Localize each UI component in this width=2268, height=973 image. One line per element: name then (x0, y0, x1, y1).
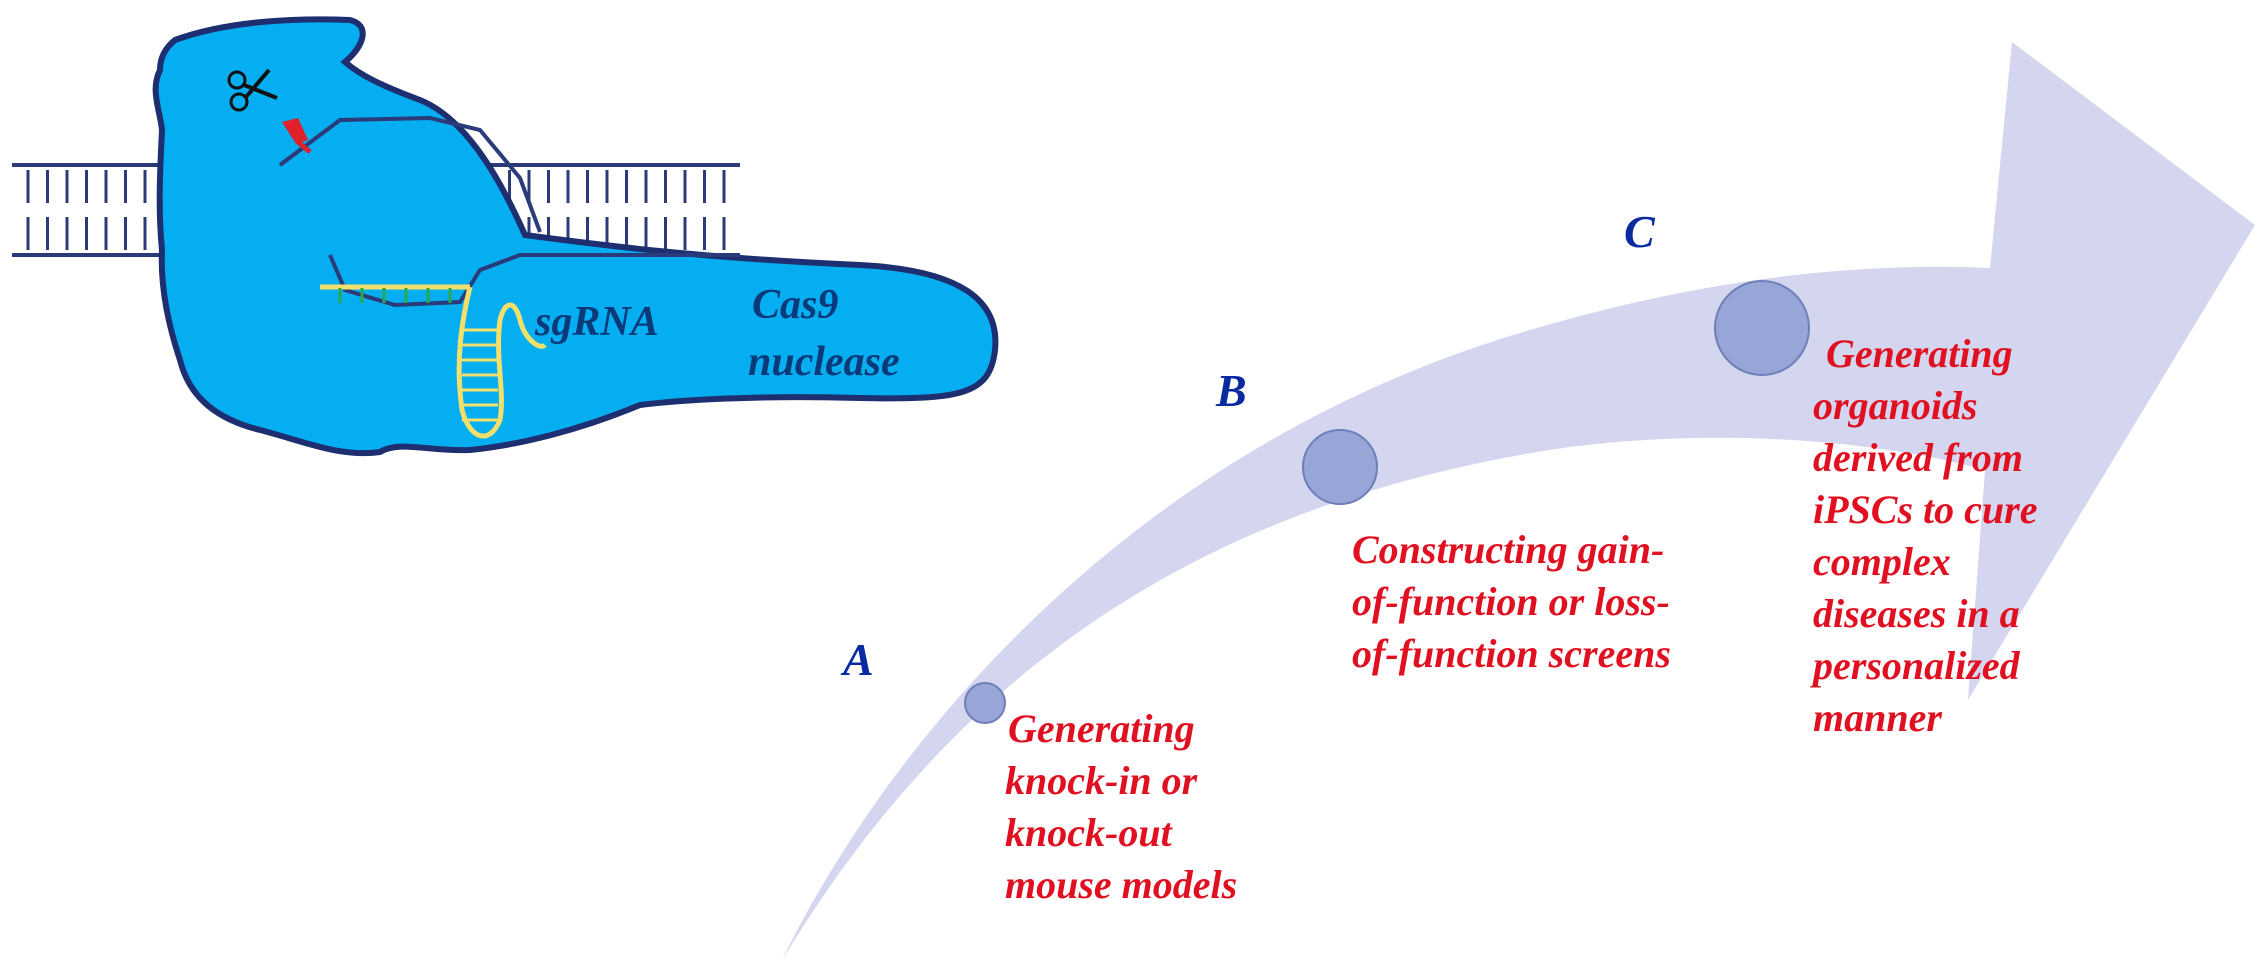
step-a-letter: A (840, 634, 874, 685)
dna-nontarget-strand-unwound (328, 253, 740, 308)
step-c-line: derived from (1813, 435, 2023, 480)
step-b-line: of-function or loss- (1352, 579, 1670, 624)
step-a-line: Generating (1008, 706, 1195, 751)
step-b-line: Constructing gain- (1352, 527, 1664, 572)
step-a-node (964, 682, 1006, 724)
step-b-letter: B (1215, 365, 1247, 416)
cas9-complex-illustration: sgRNA Cas9 nuclease (12, 16, 999, 457)
step-a-line: knock-in or (1005, 758, 1198, 803)
step-c-letter: C (1624, 206, 1656, 257)
step-c-line: manner (1813, 695, 1942, 740)
progression-arrow (782, 42, 2255, 960)
pam-marker-icon (282, 118, 308, 144)
step-c-line: personalized (1810, 643, 2021, 688)
step-b-description: Constructing gain- of-function or loss- … (1352, 527, 1671, 676)
cas9-protein-shape (152, 16, 999, 457)
cas9-label-line2: nuclease (748, 339, 900, 385)
step-a-line: mouse models (1005, 862, 1237, 907)
step-c-description: Generating organoids derived from iPSCs … (1810, 331, 2037, 740)
scissors-icon (227, 68, 278, 112)
step-b-node (1302, 429, 1378, 505)
step-c-line: Generating (1826, 331, 2013, 376)
sgrna-label: sgRNA (534, 299, 659, 345)
step-a-description: Generating knock-in or knock-out mouse m… (1005, 706, 1237, 907)
cas9-label-line1: Cas9 (752, 282, 838, 328)
sgrna-molecule (320, 284, 547, 439)
sgrna-hairpin (456, 286, 547, 439)
step-a-line: knock-out (1005, 810, 1174, 855)
sgrna-base-pairs (338, 288, 498, 422)
step-c-node (1714, 280, 1810, 376)
step-c-line: diseases in a (1813, 591, 2020, 636)
step-c-line: iPSCs to cure (1813, 487, 2037, 532)
pam-marker-stem (296, 140, 312, 154)
step-c-line: organoids (1813, 383, 1978, 428)
step-b-line: of-function screens (1352, 631, 1671, 676)
dna-target-strand-unwound (278, 115, 542, 233)
step-c-line: complex (1813, 539, 1951, 584)
